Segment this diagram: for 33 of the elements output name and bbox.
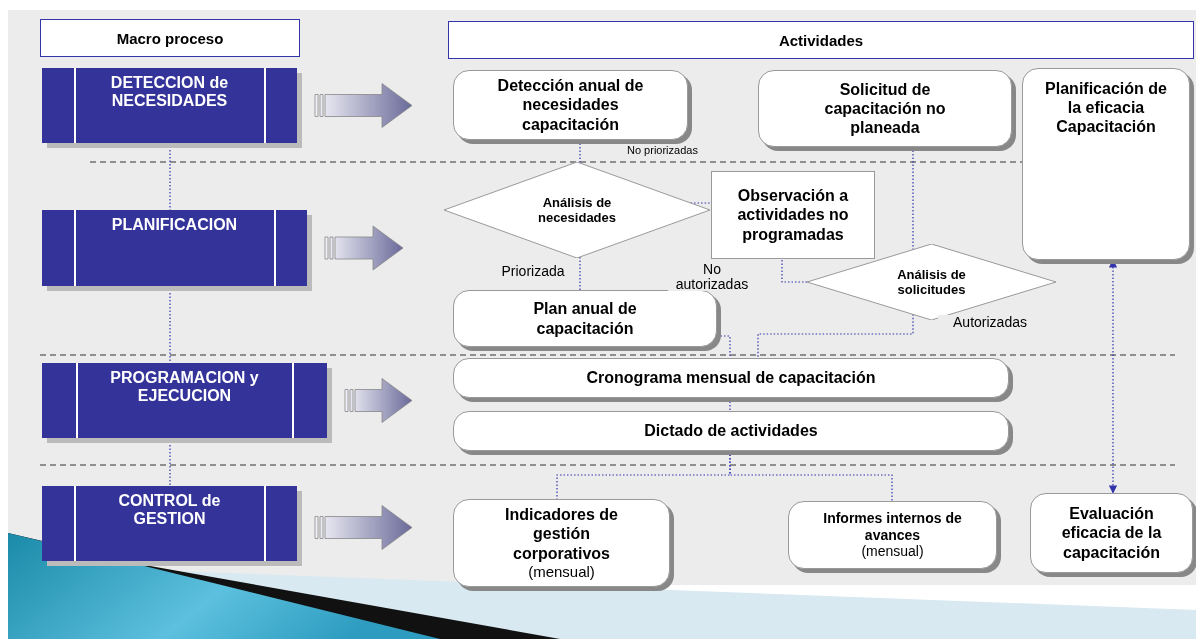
node-text: Indicadores de gestión corporativos [504, 505, 619, 563]
node-text: Dictado de actividades [644, 421, 818, 441]
flow-note: No priorizadas [627, 144, 698, 156]
connector-line [690, 202, 712, 204]
node-text: Plan anual de capacitación [532, 299, 638, 338]
node-text: Actividades [778, 31, 864, 49]
block-arrow [324, 225, 404, 271]
note-text: (mensual) [528, 562, 595, 581]
decision-diamond [444, 162, 710, 258]
node-text: Cronograma mensual de capacitación [586, 368, 876, 388]
node-text: Análisis de necesidades [536, 195, 617, 225]
connector-line [757, 313, 914, 359]
header-box [448, 21, 1194, 59]
node-text: PLANIFICACION [111, 216, 238, 234]
activity-box [711, 171, 875, 259]
node-text: Observación a actividades no programadas [736, 186, 850, 244]
node-text: Evaluación eficacia de la capacitación [1060, 504, 1163, 562]
connector-line [781, 258, 808, 283]
node-text: Informes internos de avances [822, 509, 963, 544]
block-arrow [314, 505, 413, 550]
node-text: PROGRAMACION y EJECUCION [109, 369, 260, 405]
node-text: Análisis de solicitudes [896, 267, 967, 297]
block-arrow [314, 83, 413, 128]
node-text: Detección anual de necesidades capacitación [496, 76, 645, 134]
note-text: (mensual) [861, 543, 924, 561]
node-text: CONTROL de GESTION [117, 492, 222, 528]
connector-line [579, 256, 581, 291]
node-text: Planificación de la eficacia Capacitación [1044, 79, 1168, 137]
header-box [40, 19, 300, 57]
node-text: DETECCION de NECESIDADES [109, 74, 230, 110]
node-text: Macro proceso [116, 29, 224, 47]
node-text: Solicitud de capacitación no planeada [823, 79, 947, 138]
block-arrow [344, 378, 413, 423]
